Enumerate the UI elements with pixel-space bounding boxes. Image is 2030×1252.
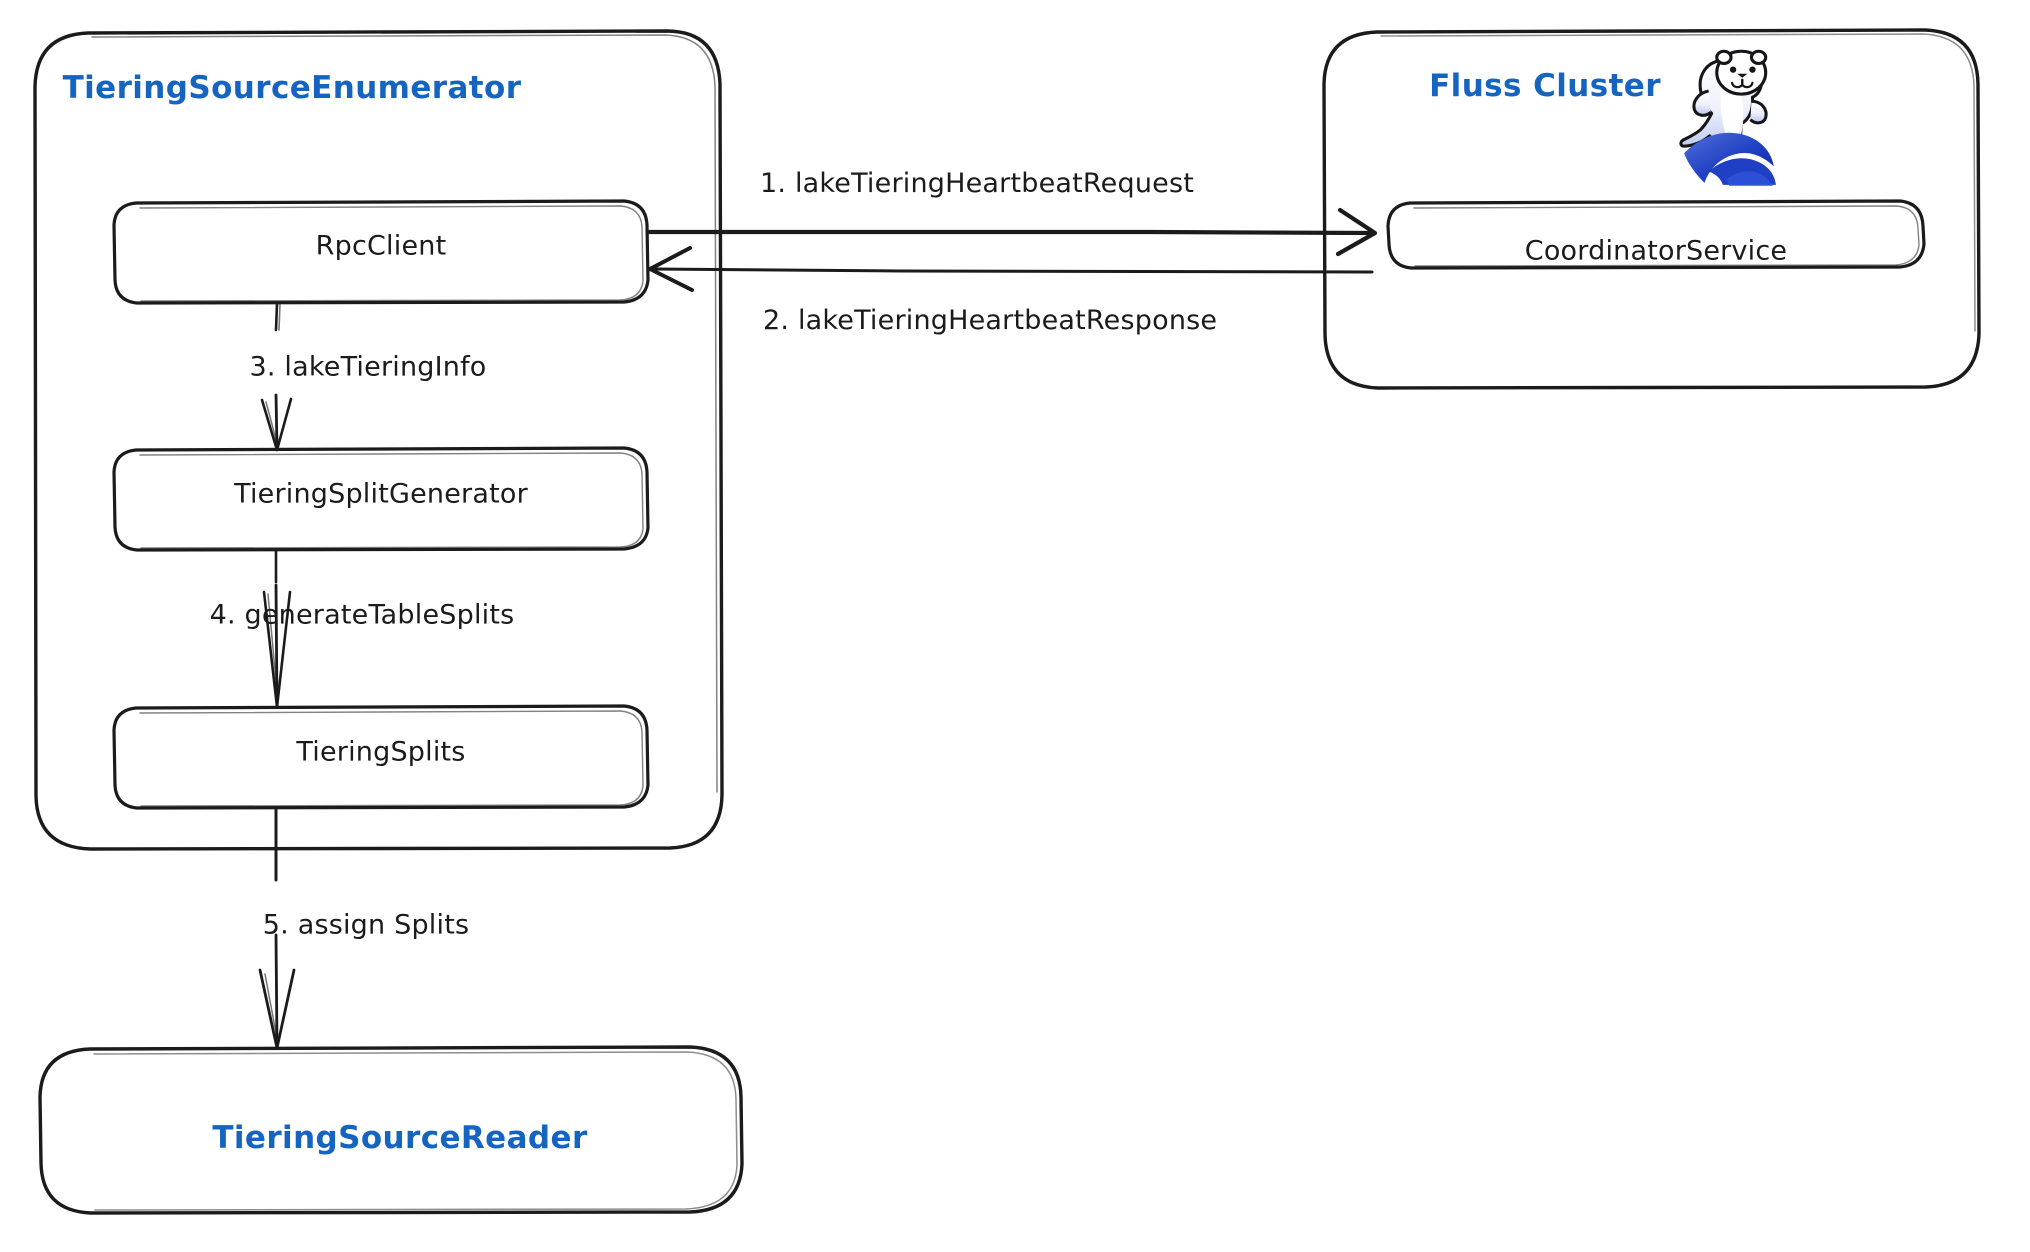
group-title-tiering-source-enumerator: TieringSourceEnumerator (62, 70, 522, 106)
group-outline-tiering-source-enumerator (33, 29, 724, 851)
edge-label-5-assign-splits: 5. assign Splits (262, 909, 470, 941)
node-label-tiering-splits[interactable]: TieringSplits (296, 736, 466, 768)
edge-label-2-lake-tiering-heartbeat-response: 2. lakeTieringHeartbeatResponse (763, 305, 1218, 336)
node-label-rpc-client[interactable]: RpcClient (315, 230, 447, 262)
edge-label-3-lake-tiering-info: 3. lakeTieringInfo (249, 351, 487, 383)
group-title-fluss-cluster: Fluss Cluster (1429, 68, 1661, 104)
node-label-tiering-split-generator[interactable]: TieringSplitGenerator (234, 478, 528, 510)
edge-label-1-lake-tiering-heartbeat-request: 1. lakeTieringHeartbeatRequest (760, 168, 1195, 199)
edge-line-1-lake-tiering-heartbeat-request (646, 207, 1378, 257)
fluss-otter-wave-logo (1679, 49, 1776, 186)
node-label-tiering-source-reader[interactable]: TieringSourceReader (212, 1120, 588, 1156)
node-label-coordinator-service[interactable]: CoordinatorService (1524, 235, 1788, 267)
edge-line-2-lake-tiering-heartbeat-response (648, 246, 1374, 292)
edge-label-4-generate-table-splits: 4. generateTableSplits (209, 599, 515, 631)
